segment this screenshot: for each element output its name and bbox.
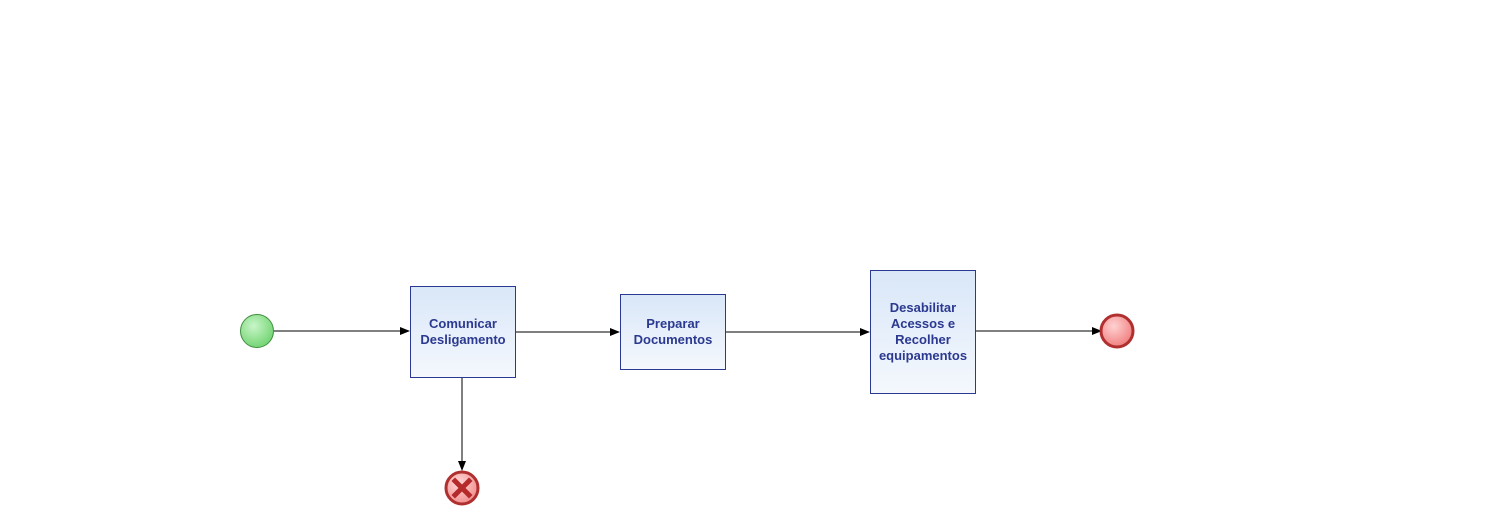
start-event[interactable] (240, 314, 274, 348)
task-preparar-documentos[interactable]: Preparar Documentos (620, 294, 726, 370)
cancel-x-icon (451, 477, 473, 499)
task-label: Preparar Documentos (633, 316, 713, 347)
end-event[interactable] (1099, 313, 1135, 349)
task-comunicar-desligamento[interactable]: Comunicar Desligamento (410, 286, 516, 378)
error-end-event[interactable] (444, 470, 480, 506)
task-label: Comunicar Desligamento (420, 316, 506, 347)
task-label: Desabilitar Acessos e Recolher equipamen… (878, 300, 968, 363)
task-desabilitar-acessos[interactable]: Desabilitar Acessos e Recolher equipamen… (870, 270, 976, 394)
